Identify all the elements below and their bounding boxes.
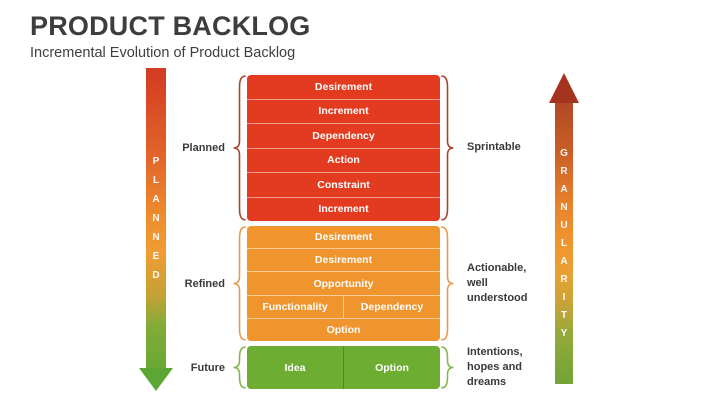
section-label-future: Future <box>190 361 225 374</box>
backlog-item: Functionality <box>262 300 328 313</box>
section-note-line: well <box>467 276 488 289</box>
axis-letter: T <box>560 309 568 321</box>
axis-letter: L <box>560 237 568 249</box>
axis-letter: N <box>152 212 160 224</box>
right-brace-icon <box>440 226 457 341</box>
backlog-item: Desirement <box>314 80 373 93</box>
section-note-line: hopes and <box>467 360 523 373</box>
axis-letter: E <box>152 250 160 262</box>
axis-letter: Y <box>560 327 568 339</box>
backlog-item: Action <box>327 154 360 167</box>
left-brace-icon <box>230 346 247 389</box>
axis-letter: A <box>152 193 160 205</box>
axis-letter: N <box>560 201 568 213</box>
section-note-line: understood <box>467 292 528 305</box>
backlog-item: Opportunity <box>313 277 374 290</box>
section-note-line: Actionable, <box>467 261 527 274</box>
backlog-item: Dependency <box>343 295 440 318</box>
backlog-row: Constraint <box>247 172 440 197</box>
section-note-line: dreams <box>467 376 507 389</box>
backlog-item: Desirement <box>314 254 373 267</box>
backlog-item: Dependency <box>312 129 375 142</box>
backlog-item: Constraint <box>317 178 370 191</box>
axis-letter: A <box>560 255 568 267</box>
left-brace-icon <box>230 226 247 341</box>
backlog-row: Idea Option <box>247 346 440 389</box>
axis-letter: I <box>562 291 566 303</box>
backlog-item: Option <box>326 323 361 336</box>
backlog-section-future: Idea Option <box>247 346 440 389</box>
axis-letter: D <box>152 269 160 281</box>
axis-letter: P <box>152 155 160 167</box>
backlog-row: Option <box>247 317 440 341</box>
left-brace-icon <box>230 75 247 221</box>
axis-letter: L <box>152 174 160 186</box>
axis-letter: A <box>560 183 568 195</box>
arrow-down-icon <box>139 368 173 391</box>
backlog-row: Action <box>247 147 440 173</box>
axis-letter: G <box>560 147 568 159</box>
section-note-line: Intentions, <box>467 345 523 358</box>
axis-letter: N <box>152 231 160 243</box>
axis-letter: U <box>560 219 568 231</box>
backlog-item: Idea <box>284 361 306 374</box>
section-label-refined: Refined <box>184 277 225 290</box>
backlog-row: Dependency <box>247 123 440 148</box>
arrow-up-icon <box>549 73 579 103</box>
section-note-line: Sprintable <box>467 141 521 154</box>
backlog-item: Increment <box>318 105 369 118</box>
backlog-row: Desirement <box>247 248 440 271</box>
section-note-future: Intentions, hopes and dreams <box>457 345 523 391</box>
section-note-refined: Actionable, well understood <box>457 261 528 307</box>
backlog-row: Desirement <box>247 75 440 99</box>
section-label-planned: Planned <box>182 142 225 154</box>
section-note-planned: Sprintable <box>457 140 521 155</box>
axis-letter: R <box>560 273 568 285</box>
backlog-item: Increment <box>318 203 369 216</box>
backlog-row: Increment <box>247 98 440 124</box>
backlog-item: Option <box>343 346 440 389</box>
axis-letter: R <box>560 165 568 177</box>
backlog-row: Functionality Dependency <box>247 294 440 318</box>
right-brace-icon <box>440 75 457 221</box>
backlog-row: Increment <box>247 196 440 222</box>
backlog-row: Opportunity <box>247 271 440 294</box>
backlog-item: Desirement <box>314 231 373 244</box>
right-brace-icon <box>440 346 457 389</box>
backlog-row: Desirement <box>247 226 440 248</box>
page-subtitle: Incremental Evolution of Product Backlog <box>30 45 296 61</box>
page-title: PRODUCT BACKLOG <box>30 11 311 41</box>
